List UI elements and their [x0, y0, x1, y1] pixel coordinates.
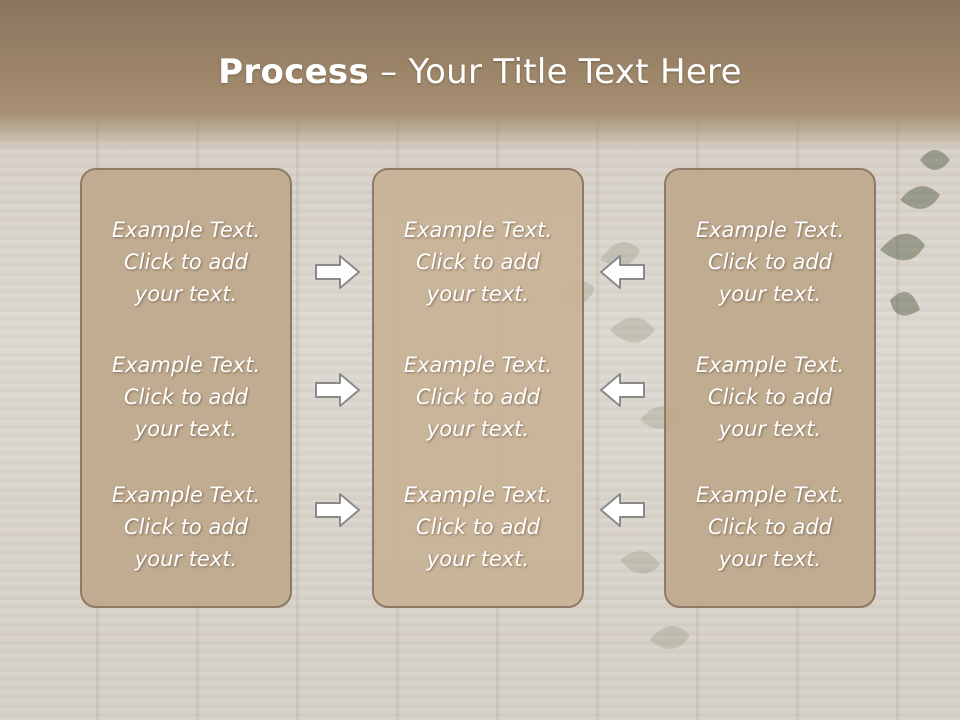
- text-line: Example Text.: [111, 218, 261, 242]
- center-text-box[interactable]: Example Text. Click to add your text. Ex…: [372, 168, 584, 608]
- text-line: Click to add: [415, 385, 540, 409]
- arrow-right-icon[interactable]: [314, 252, 362, 292]
- text-line: Example Text.: [695, 483, 845, 507]
- text-block[interactable]: Example Text. Click to add your text.: [82, 479, 290, 575]
- text-line: your text.: [134, 547, 238, 571]
- text-line: Click to add: [415, 515, 540, 539]
- text-line: Click to add: [707, 385, 832, 409]
- text-line: Click to add: [123, 250, 248, 274]
- text-line: Example Text.: [695, 218, 845, 242]
- text-block[interactable]: Example Text. Click to add your text.: [374, 214, 582, 310]
- text-line: your text.: [718, 417, 822, 441]
- text-line: Example Text.: [695, 353, 845, 377]
- text-line: your text.: [718, 547, 822, 571]
- text-block[interactable]: Example Text. Click to add your text.: [374, 349, 582, 445]
- text-line: your text.: [718, 282, 822, 306]
- text-line: Example Text.: [403, 353, 553, 377]
- right-text-box[interactable]: Example Text. Click to add your text. Ex…: [664, 168, 876, 608]
- text-line: Example Text.: [403, 483, 553, 507]
- text-line: Example Text.: [403, 218, 553, 242]
- text-line: your text.: [426, 547, 530, 571]
- slide-title[interactable]: Process – Your Title Text Here: [0, 52, 960, 92]
- text-line: Click to add: [123, 385, 248, 409]
- text-line: your text.: [426, 282, 530, 306]
- text-line: Click to add: [415, 250, 540, 274]
- text-line: Click to add: [123, 515, 248, 539]
- arrow-right-icon[interactable]: [314, 370, 362, 410]
- arrow-right-icon[interactable]: [314, 490, 362, 530]
- text-block[interactable]: Example Text. Click to add your text.: [82, 349, 290, 445]
- arrow-left-icon[interactable]: [598, 370, 646, 410]
- text-line: Example Text.: [111, 483, 261, 507]
- title-bold: Process: [218, 52, 370, 92]
- text-block[interactable]: Example Text. Click to add your text.: [374, 479, 582, 575]
- arrow-left-icon[interactable]: [598, 252, 646, 292]
- text-line: Click to add: [707, 250, 832, 274]
- text-line: your text.: [134, 417, 238, 441]
- title-bar: [0, 0, 960, 150]
- left-text-box[interactable]: Example Text. Click to add your text. Ex…: [80, 168, 292, 608]
- text-block[interactable]: Example Text. Click to add your text.: [666, 479, 874, 575]
- title-rest: – Your Title Text Here: [369, 52, 742, 92]
- text-line: Click to add: [707, 515, 832, 539]
- text-block[interactable]: Example Text. Click to add your text.: [82, 214, 290, 310]
- text-line: Example Text.: [111, 353, 261, 377]
- text-block[interactable]: Example Text. Click to add your text.: [666, 349, 874, 445]
- text-line: your text.: [134, 282, 238, 306]
- arrow-left-icon[interactable]: [598, 490, 646, 530]
- text-block[interactable]: Example Text. Click to add your text.: [666, 214, 874, 310]
- text-line: your text.: [426, 417, 530, 441]
